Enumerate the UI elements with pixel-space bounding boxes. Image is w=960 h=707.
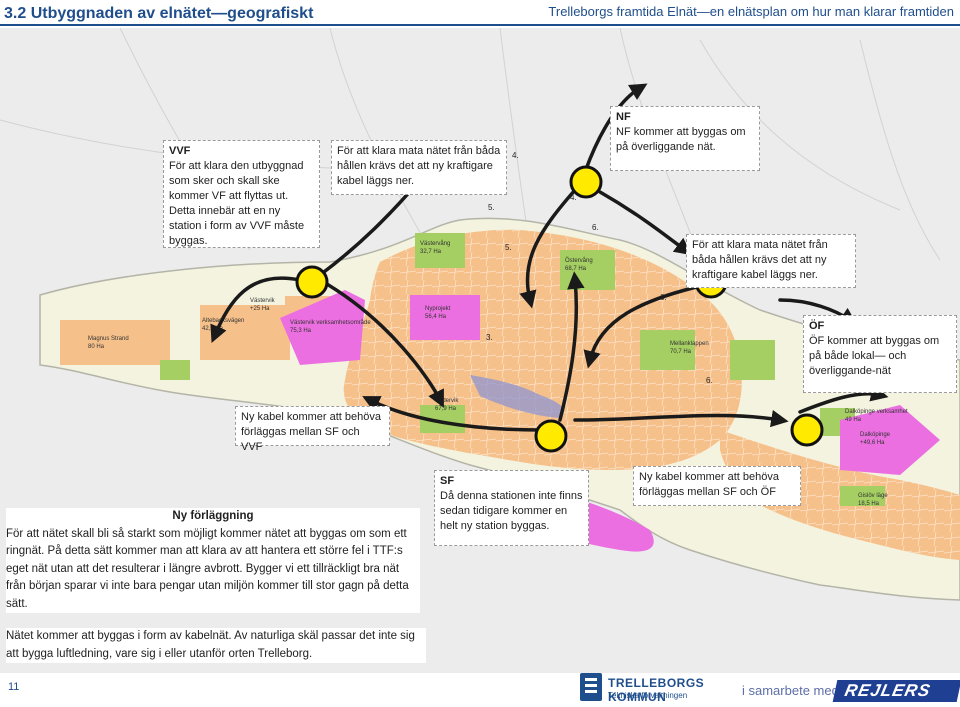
header-rule xyxy=(0,24,960,26)
label-vastervik: Västervik xyxy=(250,298,276,304)
label-zone-4b: 4. xyxy=(570,193,577,202)
callout-sf-of-cable: Ny kabel kommer att behöva förläggas mel… xyxy=(633,466,801,506)
label-dalkoping-verk-area: 49 Ha xyxy=(845,417,862,423)
urban-patch-altebacksvagen xyxy=(200,305,290,360)
station-of-icon xyxy=(790,413,824,447)
label-vastervang: Västervång xyxy=(420,240,450,247)
arrow-sf-to-nf xyxy=(558,271,585,422)
body-text-ny-forlaggning: Ny förläggning För att nätet skall bli s… xyxy=(6,508,420,613)
arrow-of-down xyxy=(798,384,889,414)
body-paragraph-1: För att nätet skall bli så starkt som mö… xyxy=(6,527,409,610)
arrow-nf-to-right xyxy=(598,190,692,256)
section-heading: Ny förläggning xyxy=(172,510,254,522)
rejlers-logo: REJLERS xyxy=(832,680,960,702)
page-number: 11 xyxy=(8,681,20,693)
callout-sf: SF Då denna stationen inte finns sedan t… xyxy=(434,470,589,546)
page-header: 3.2 Utbyggnaden av elnätet—geografiskt T… xyxy=(0,0,960,30)
label-vastervik-verksamhet-area: 75,3 Ha xyxy=(290,328,312,334)
arrow-vvf-to-west xyxy=(210,276,302,344)
urban-patch-magnus-strand xyxy=(60,320,170,365)
callout-nf: NF NF kommer att byggas om på överliggan… xyxy=(610,106,760,171)
label-dalkoping: Dalköpinge xyxy=(860,432,891,438)
callout-right-cable: För att klara mata nätet från båda hålle… xyxy=(686,234,856,288)
label-grastad: Gislöv läge xyxy=(858,493,888,499)
callout-sf-vvf-cable: Ny kabel kommer att behöva förläggas mel… xyxy=(235,406,390,453)
label-zone-4a: 4. xyxy=(512,151,519,160)
kommun-department: Tekniska förvaltningen xyxy=(608,691,688,700)
callout-of-text: ÖF kommer att byggas om på både lokal— o… xyxy=(809,335,940,377)
body-paragraph-2: Nätet kommer att byggas i form av kabeln… xyxy=(6,630,415,660)
label-zone-5b: 5. xyxy=(505,243,512,252)
arrow-vvf-to-sf xyxy=(318,278,444,408)
harbour-area xyxy=(470,375,564,418)
body-text-kabelnat: Nätet kommer att byggas i form av kabeln… xyxy=(6,628,426,663)
station-nf-icon xyxy=(569,165,603,199)
label-vastervik-verksamhet: Västervik verksamhetsområde xyxy=(290,319,371,326)
callout-nf-text: NF kommer att byggas om på överliggande … xyxy=(616,126,746,153)
label-dalkoping-verk: Dalköpinge verksamhet xyxy=(845,409,908,415)
callout-right-cable-text: För att klara mata nätet från båda hålle… xyxy=(692,239,828,281)
trelleborgs-kommun-logo: TRELLEBORGS KOMMUN Tekniska förvaltninge… xyxy=(580,673,740,704)
rejlers-name: REJLERS xyxy=(843,681,933,700)
label-magnus-strand: Magnus Strand xyxy=(88,336,129,342)
label-zone-5a: 5. xyxy=(488,203,495,212)
label-nyprojekt: Nyprojekt xyxy=(425,306,451,312)
stations xyxy=(295,165,824,453)
station-sf-icon xyxy=(534,419,568,453)
callout-of: ÖF ÖF kommer att byggas om på både lokal… xyxy=(803,315,957,393)
callout-sf-of-cable-text: Ny kabel kommer att behöva förläggas mel… xyxy=(639,471,780,498)
callout-sf-title: SF xyxy=(440,475,455,487)
label-sodervik-area: 67,9 Ha xyxy=(435,406,457,412)
document-title: Trelleborgs framtida Elnät—en elnätsplan… xyxy=(548,4,954,19)
arrow-nf-to-left xyxy=(519,188,577,309)
label-zone-3: 3. xyxy=(486,333,493,342)
page-title: 3.2 Utbyggnaden av elnätet—geografiskt xyxy=(4,5,314,22)
label-mellanklappen: Mellanklappen xyxy=(670,341,709,347)
callout-mid-cable-text: För att klara mata nätet från båda hålle… xyxy=(337,145,501,187)
arrow-of-to-sf xyxy=(583,283,707,369)
kommun-crest-icon xyxy=(580,673,602,701)
label-zone-6c: 6. xyxy=(706,376,713,385)
kommun-name: TRELLEBORGS KOMMUN xyxy=(608,676,705,704)
label-nyprojekt-area: 56,4 Ha xyxy=(425,314,447,320)
callout-vvf-title: VVF xyxy=(169,145,191,157)
label-dalkoping-area: +49,6 Ha xyxy=(860,440,885,446)
collaboration-text: i samarbete med xyxy=(742,683,839,698)
arrow-sf-to-of xyxy=(573,409,789,428)
label-grastad-area: 18,5 Ha xyxy=(858,501,880,507)
label-zone-6a: 6. xyxy=(592,223,599,232)
label-magnus-strand-area: 80 Ha xyxy=(88,344,105,350)
callout-nf-title: NF xyxy=(616,111,631,123)
callout-vvf-text: För att klara den utbyggnad som sker och… xyxy=(169,160,305,247)
callout-mid-cable: För att klara mata nätet från båda hålle… xyxy=(331,140,507,195)
station-vvf-icon xyxy=(295,265,329,299)
callout-of-title: ÖF xyxy=(809,320,825,332)
callout-vvf: VVF För att klara den utbyggnad som sker… xyxy=(163,140,320,248)
label-vastervik-area: +25 Ha xyxy=(250,306,270,312)
label-ostervang-area: 68,7 Ha xyxy=(565,266,587,272)
label-mellanklappen-area: 70,7 Ha xyxy=(670,349,692,355)
label-ostervang: Östervång xyxy=(565,257,593,264)
callout-sf-vvf-cable-text: Ny kabel kommer att behöva förläggas mel… xyxy=(241,411,382,453)
callout-sf-text: Då denna stationen inte finns sedan tidi… xyxy=(440,490,583,532)
label-sodervik: Södervik xyxy=(435,398,459,404)
label-vastervang-area: 32,7 Ha xyxy=(420,249,442,255)
